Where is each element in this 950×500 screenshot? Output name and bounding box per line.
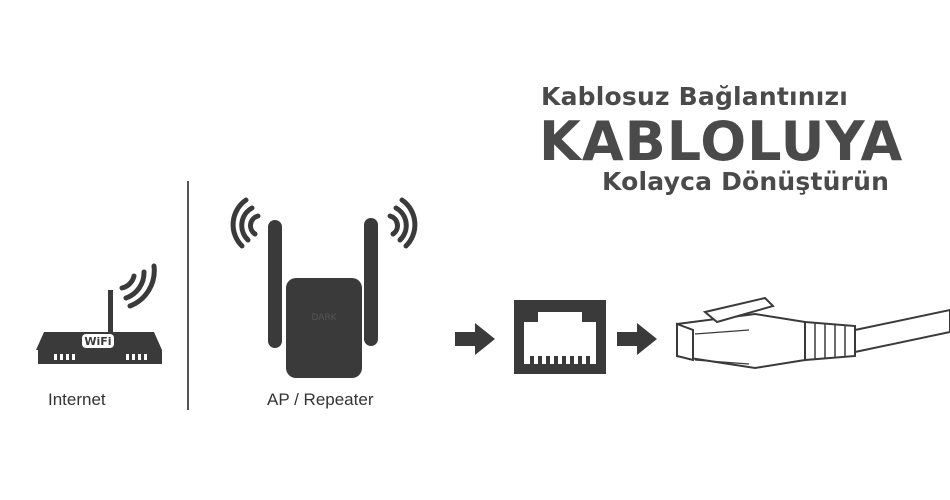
internet-caption: Internet	[48, 390, 106, 409]
repeater-icon: DARK	[230, 197, 418, 378]
divider	[187, 181, 189, 410]
headline-line-1: Kablosuz Bağlantınızı	[541, 82, 849, 111]
rj45-cable-icon	[676, 296, 950, 370]
ethernet-port-icon	[514, 300, 606, 374]
headline-line-2: KABLOLUYA	[539, 110, 904, 173]
repeater-brand-label: DARK	[311, 313, 337, 323]
arrow-right-icon	[455, 323, 495, 355]
ap-repeater-caption: AP / Repeater	[267, 390, 374, 409]
arrow-right-icon	[617, 323, 657, 355]
wifi-badge: WiFi	[84, 335, 111, 348]
wifi-router-icon: WiFi	[36, 263, 162, 364]
headline-line-3: Kolayca Dönüştürün	[602, 167, 890, 196]
wifi-signal-icon	[119, 263, 157, 309]
